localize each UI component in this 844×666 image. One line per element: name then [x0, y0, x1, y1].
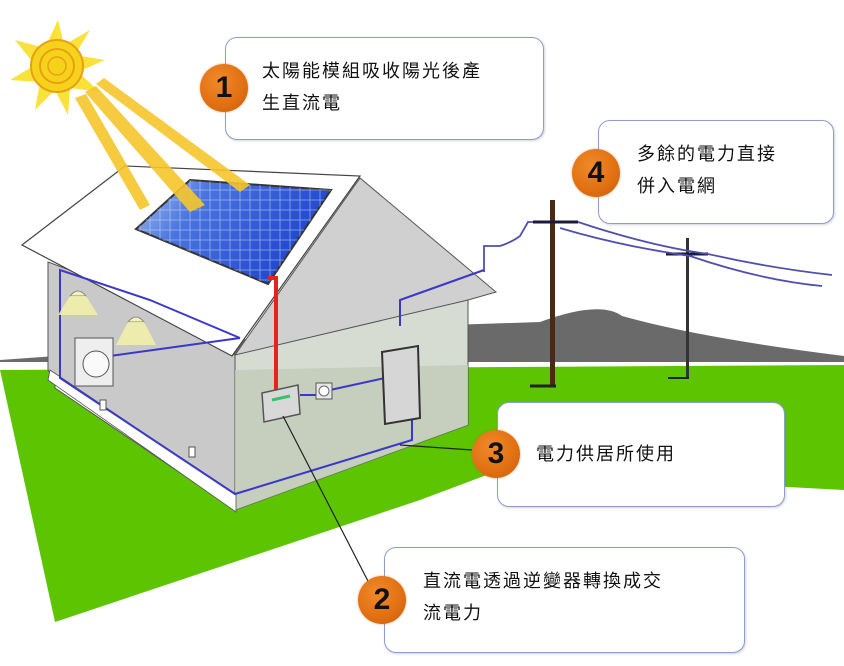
callout-step-4: 多餘的電力直接 併入電網	[598, 120, 834, 224]
step-4-line-1: 多餘的電力直接	[637, 144, 777, 165]
step-2-text: 直流電透過逆變器轉換成交 流電力	[423, 566, 663, 630]
step-4-line-2: 併入電網	[637, 176, 717, 197]
meter-icon	[315, 382, 333, 400]
callout-step-2: 直流電透過逆變器轉換成交 流電力	[384, 547, 745, 653]
dc-wire	[268, 276, 278, 394]
ceiling-lamp-icon	[116, 316, 156, 345]
wall-outlet-icon	[188, 446, 196, 458]
step-3-text: 電力供居所使用	[536, 439, 676, 471]
breaker-panel-icon	[380, 344, 422, 426]
leader-line-3	[399, 444, 473, 451]
leader-line-2	[282, 415, 371, 586]
sun-icon	[10, 20, 105, 115]
washing-machine-icon	[74, 337, 114, 387]
callout-step-3: 電力供居所使用	[497, 402, 785, 507]
step-4-text: 多餘的電力直接 併入電網	[637, 139, 777, 203]
wall-outlet-icon	[99, 399, 107, 411]
inverter-icon	[261, 384, 301, 423]
ceiling-lamp-icon	[58, 290, 98, 315]
power-lines	[483, 221, 833, 287]
step-2-badge: 2	[358, 576, 406, 624]
step-3-badge: 3	[472, 430, 520, 478]
step-1-badge: 1	[200, 64, 248, 112]
step-3-line-1: 電力供居所使用	[536, 444, 676, 465]
step-1-line-2: 生直流電	[262, 93, 342, 114]
utility-pole-icon	[530, 200, 578, 388]
step-4-badge: 4	[572, 149, 620, 197]
sun-rays	[75, 78, 250, 212]
ac-wiring	[59, 268, 485, 496]
step-2-line-2: 流電力	[423, 603, 483, 624]
house-gable	[233, 177, 498, 356]
step-1-text: 太陽能模組吸收陽光後產 生直流電	[262, 56, 482, 120]
callout-step-1: 太陽能模組吸收陽光後產 生直流電	[225, 37, 544, 140]
step-1-line-1: 太陽能模組吸收陽光後產	[262, 61, 482, 82]
step-2-line-1: 直流電透過逆變器轉換成交	[423, 571, 663, 592]
